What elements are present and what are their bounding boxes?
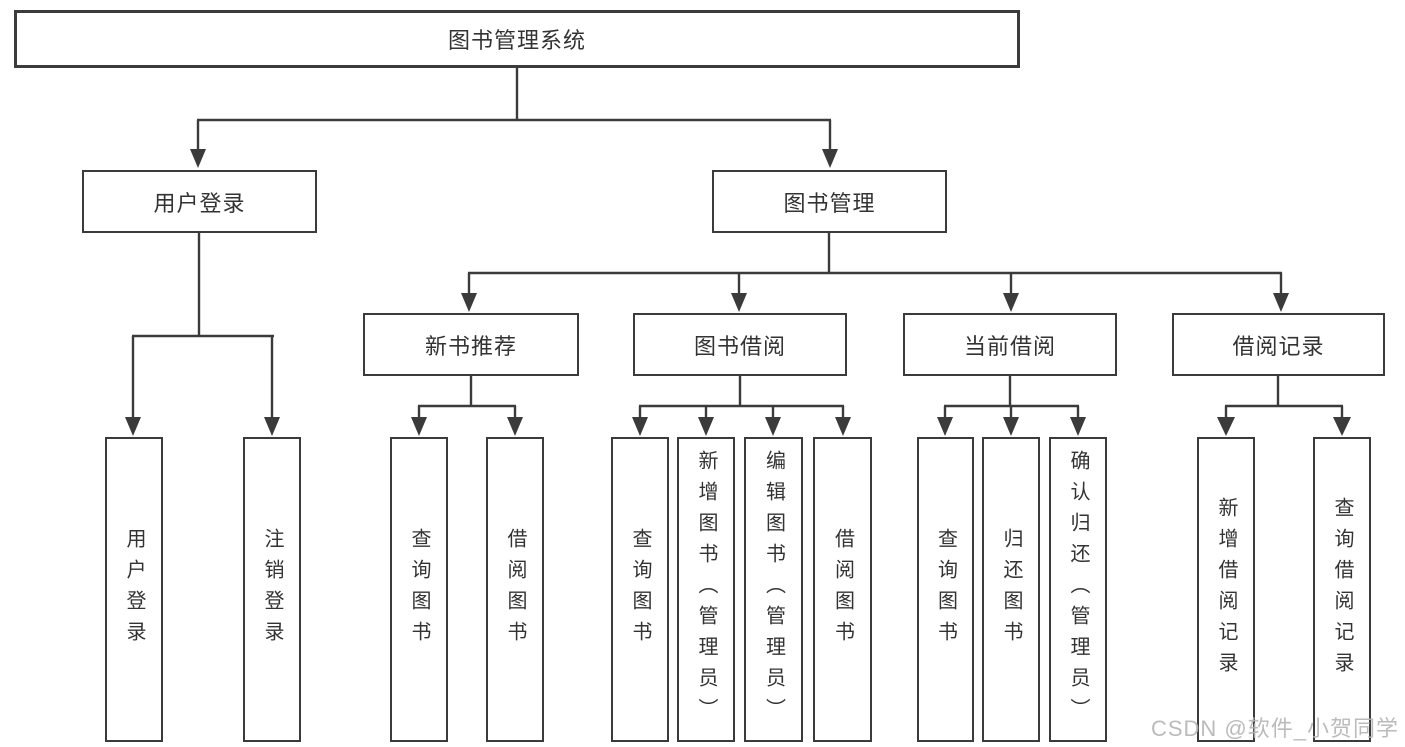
node-label: 新增图书（管理员）	[695, 450, 717, 729]
node-label: 图书管理	[783, 190, 876, 216]
node-leaf-edit-book-admin: 编辑图书（管理员）	[744, 437, 803, 742]
node-leaf-user-login: 用户登录	[105, 437, 163, 742]
node-label: 图书借阅	[693, 333, 786, 359]
node-label: 归还图书	[1000, 527, 1022, 652]
node-leaf-query-books-recommend: 查询图书	[390, 437, 448, 742]
node-leaf-borrow-books-borrow: 借阅图书	[813, 437, 872, 742]
node-label: 编辑图书（管理员）	[762, 450, 785, 729]
node-label: 图书管理系统	[447, 28, 586, 53]
node-leaf-confirm-return-admin: 确认归还（管理员）	[1049, 437, 1107, 742]
node-label: 查询图书	[629, 527, 651, 652]
node-label: 用户登录	[153, 190, 246, 216]
node-leaf-query-borrow-record: 查询借阅记录	[1313, 437, 1371, 742]
node-leaf-query-books-borrow: 查询图书	[611, 437, 669, 742]
node-label: 查询借阅记录	[1331, 496, 1353, 683]
node-book-borrowing: 图书借阅	[633, 313, 847, 376]
node-leaf-add-borrow-record: 新增借阅记录	[1197, 437, 1255, 742]
node-leaf-borrow-books-recommend: 借阅图书	[486, 437, 544, 742]
node-leaf-logout: 注销登录	[243, 437, 301, 742]
node-leaf-query-books-current: 查询图书	[917, 437, 974, 742]
csdn-watermark: CSDN @软件_小贺同学	[1150, 716, 1399, 741]
node-library-management-system: 图书管理系统	[14, 10, 1020, 68]
node-label: 查询图书	[408, 527, 430, 652]
node-label: 新增借阅记录	[1215, 496, 1237, 683]
node-label: 借阅图书	[504, 527, 526, 652]
node-label: 借阅记录	[1232, 333, 1325, 359]
node-user-login: 用户登录	[82, 170, 317, 233]
node-label: 用户登录	[123, 527, 145, 652]
node-new-book-recommend: 新书推荐	[363, 313, 579, 376]
node-book-management: 图书管理	[712, 170, 947, 233]
node-current-borrowing: 当前借阅	[903, 313, 1117, 376]
node-leaf-add-book-admin: 新增图书（管理员）	[677, 437, 735, 742]
node-label: 确认归还（管理员）	[1067, 450, 1089, 729]
node-label: 查询图书	[934, 527, 957, 652]
node-label: 借阅图书	[831, 527, 854, 652]
node-leaf-return-book: 归还图书	[982, 437, 1040, 742]
node-borrowing-records: 借阅记录	[1172, 313, 1385, 376]
node-label: 当前借阅	[963, 333, 1056, 359]
node-label: 注销登录	[261, 527, 283, 652]
node-label: 新书推荐	[424, 333, 517, 359]
